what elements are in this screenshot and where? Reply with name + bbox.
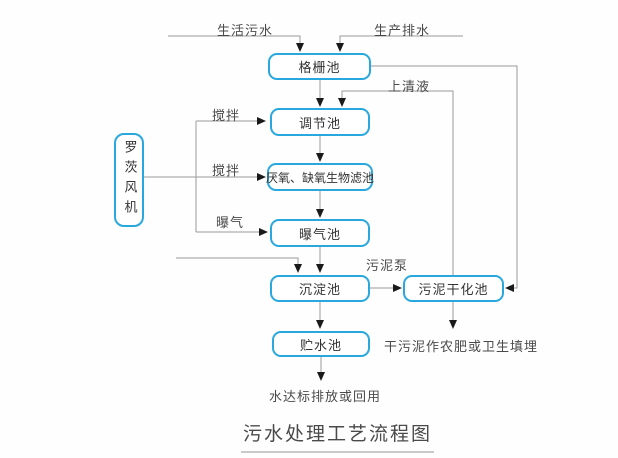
node-sludge-drying-pool: 污泥干化池 bbox=[403, 275, 504, 302]
label-discharge-or-reuse: 水达标排放或回用 bbox=[269, 390, 382, 405]
label-dry-sludge-use: 干污泥作农肥或卫生填埋 bbox=[384, 340, 539, 355]
node-roots-blower: 罗茨风机 bbox=[114, 133, 144, 227]
diagram-title: 污水处理工艺流程图 bbox=[241, 419, 435, 453]
edge-domestic-sewage bbox=[168, 35, 304, 52]
node-aeration-pool: 曝气池 bbox=[270, 219, 370, 247]
node-bio-filter: 厌氧、缺氧生物滤池 bbox=[266, 163, 374, 191]
label-stir-biofilter: 搅拌 bbox=[212, 164, 241, 179]
label-supernatant: 上清液 bbox=[388, 80, 431, 95]
node-sedimentation-pool: 沉淀池 bbox=[270, 275, 370, 302]
node-storage-pool: 贮水池 bbox=[272, 331, 370, 357]
edge-side-inlet-sedimentation bbox=[176, 257, 302, 273]
edge-supernatant-return bbox=[338, 90, 454, 275]
label-domestic-sewage: 生活污水 bbox=[217, 24, 274, 39]
node-regulation-pool: 调节池 bbox=[270, 108, 370, 136]
label-stir-regulation: 搅拌 bbox=[212, 109, 241, 124]
edge-production-drainage bbox=[336, 35, 463, 52]
label-aerate: 曝气 bbox=[216, 216, 245, 231]
edge-screen-to-drying bbox=[371, 65, 518, 292]
node-screen-pool: 格栅池 bbox=[268, 53, 371, 80]
label-production-drainage: 生产排水 bbox=[374, 24, 431, 39]
label-sludge-pump: 污泥泵 bbox=[366, 259, 409, 274]
